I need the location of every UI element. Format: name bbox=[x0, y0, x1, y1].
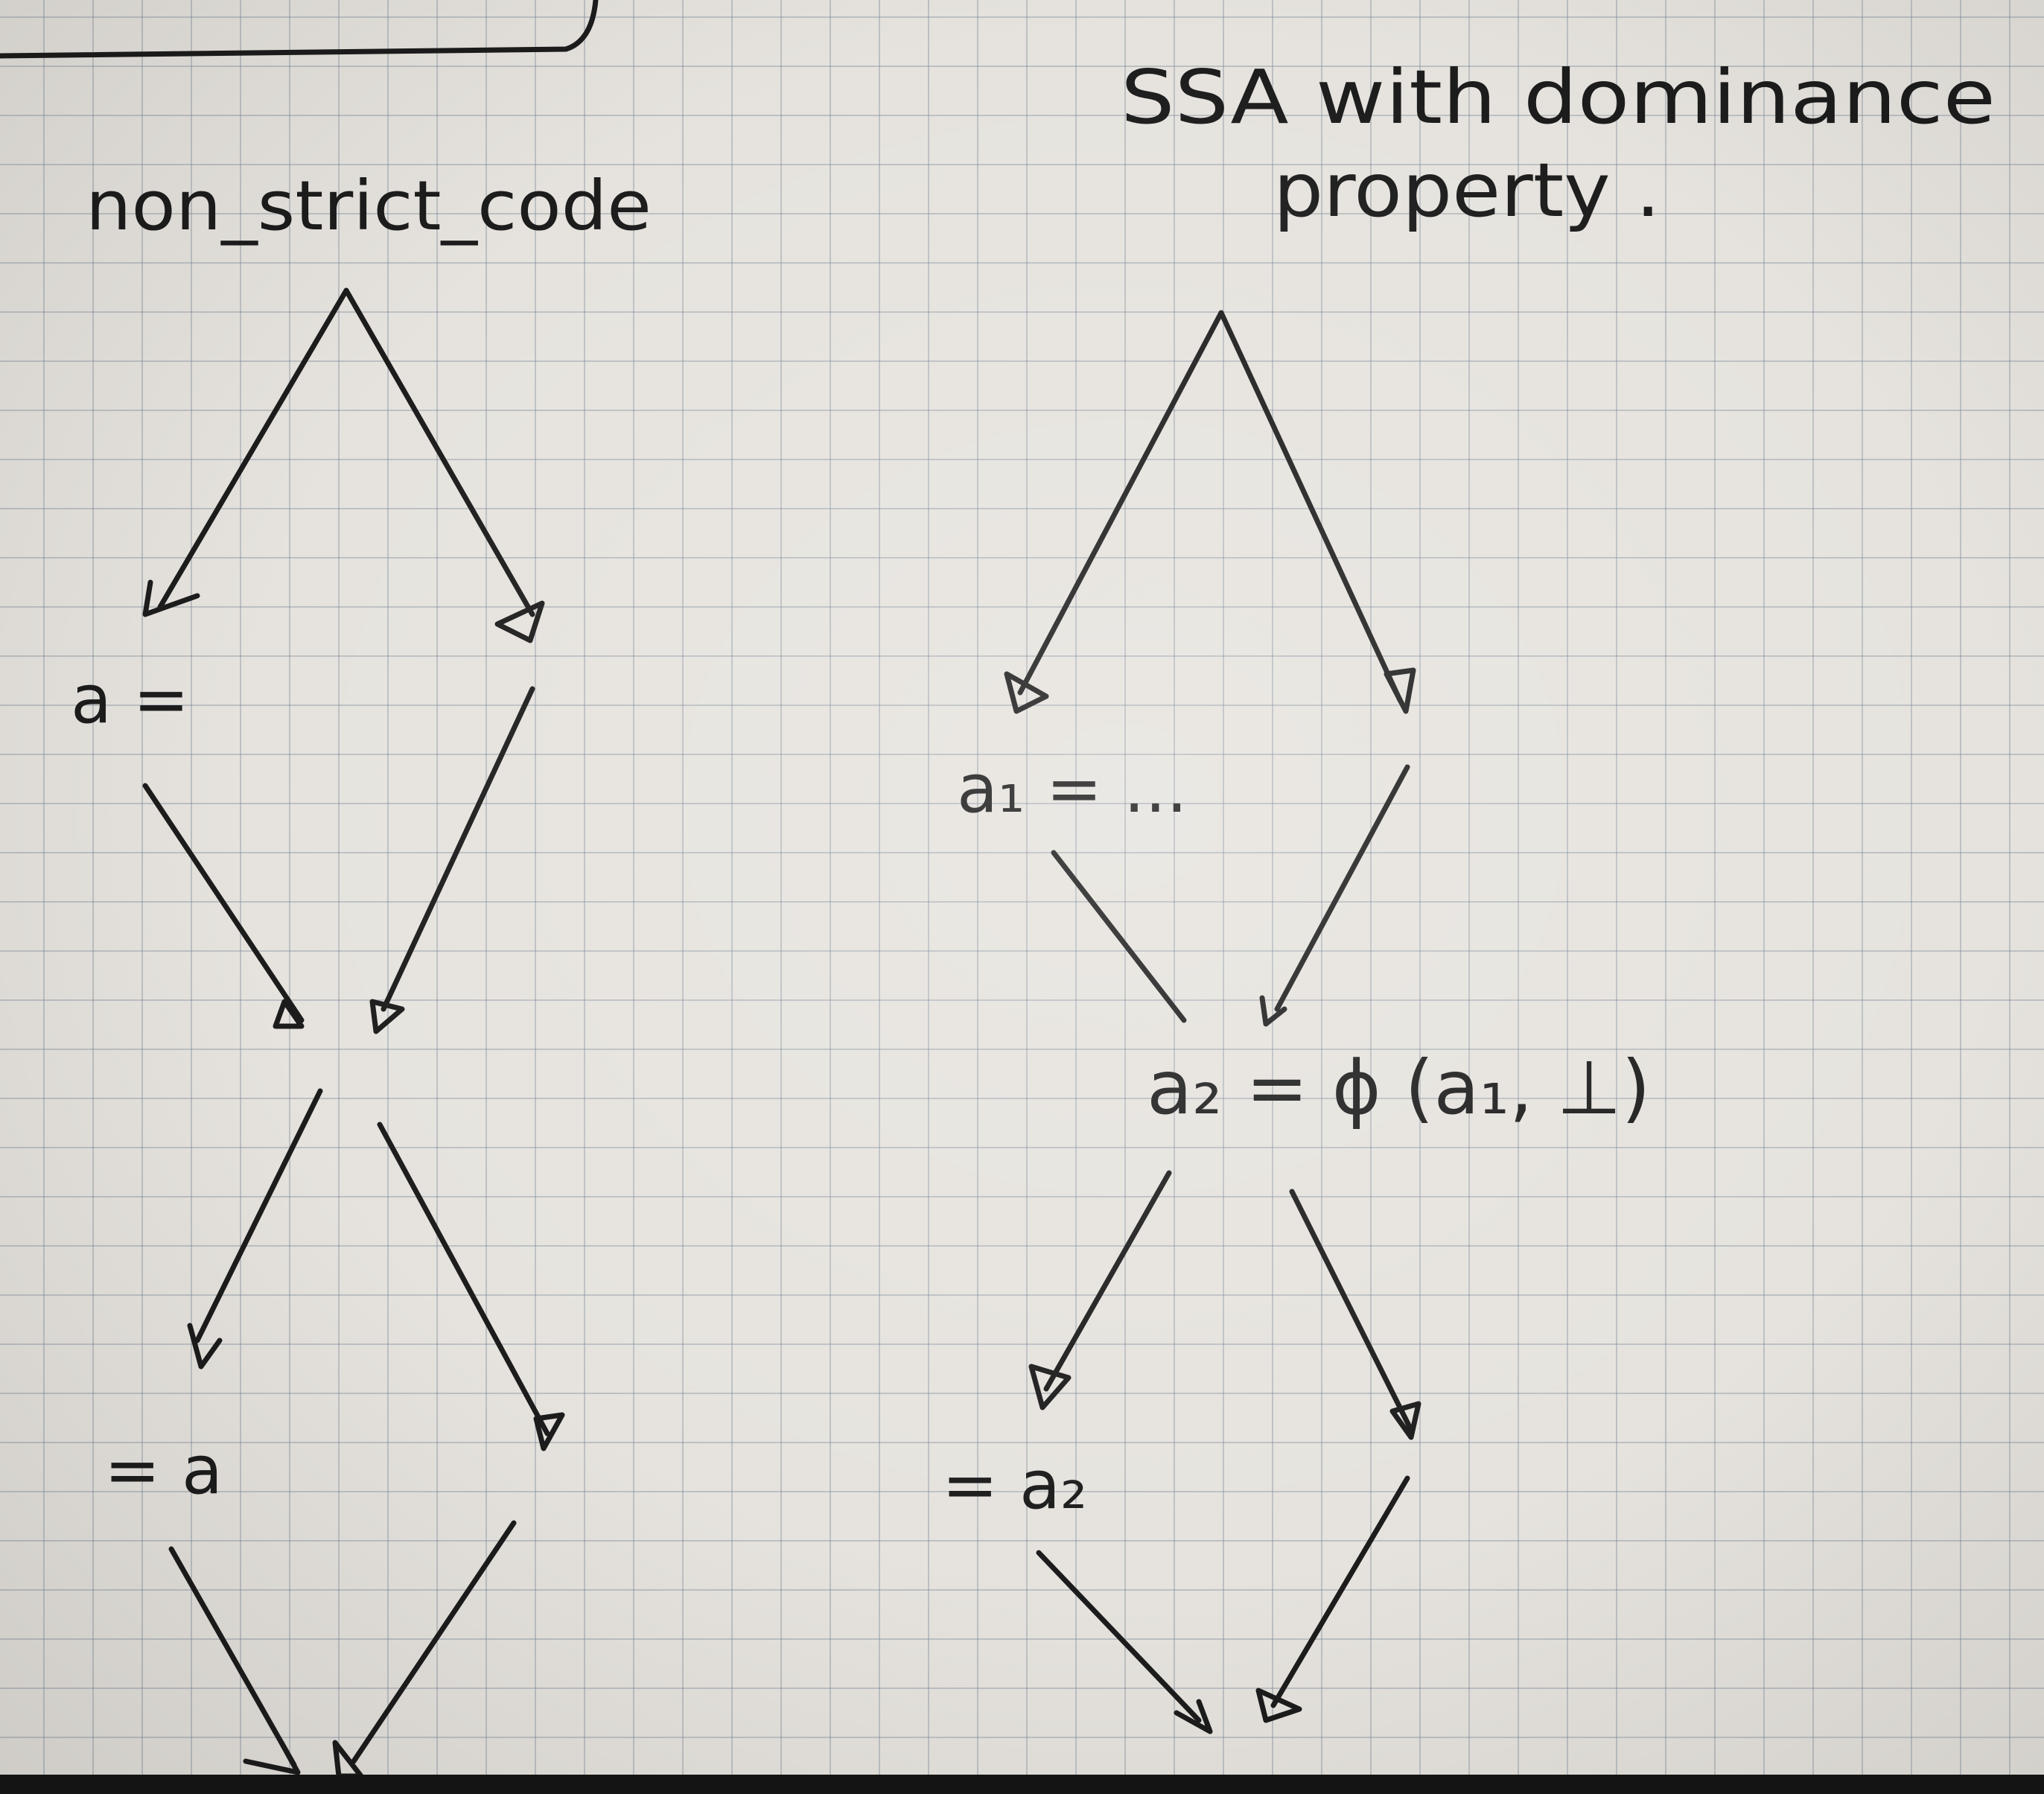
left-edge-def-to-join bbox=[142, 783, 305, 1029]
right-diagram-title-line1: SSA with dominance bbox=[1121, 54, 1996, 141]
right-edge-right-to-phi bbox=[1259, 764, 1410, 1027]
left-def-label: a = bbox=[71, 661, 189, 739]
right-edge-top-to-def bbox=[1004, 310, 1224, 714]
left-edge-join-to-use bbox=[187, 1088, 323, 1370]
left-edge-right-to-exit bbox=[332, 1520, 517, 1779]
left-edge-right-to-join bbox=[369, 686, 535, 1034]
box-corner-remnant bbox=[0, 0, 599, 59]
left-edge-top-to-def bbox=[142, 287, 349, 617]
right-edge-top-to-right bbox=[1218, 310, 1416, 714]
right-edge-phi-to-right bbox=[1289, 1189, 1421, 1440]
left-edge-use-to-exit bbox=[168, 1546, 301, 1775]
left-edge-join-to-right bbox=[377, 1122, 565, 1451]
right-edge-right-to-exit bbox=[1255, 1475, 1410, 1723]
right-def-label: a₁ = ... bbox=[957, 750, 1188, 828]
right-diagram-title-line2: property . bbox=[1273, 147, 1661, 234]
right-edge-use-to-exit bbox=[1036, 1550, 1213, 1734]
left-diagram-title: non_strict_code bbox=[86, 166, 652, 246]
right-phi-label: a₂ = ϕ (a₁, ⊥) bbox=[1147, 1044, 1651, 1131]
left-use-label: = a bbox=[104, 1431, 223, 1510]
right-edge-phi-to-use bbox=[1028, 1170, 1172, 1410]
right-edge-def-to-phi bbox=[1051, 850, 1187, 1023]
right-use-label: = a₂ bbox=[942, 1446, 1087, 1524]
left-edge-top-to-right bbox=[343, 287, 545, 643]
desk-edge bbox=[0, 1775, 2044, 1794]
